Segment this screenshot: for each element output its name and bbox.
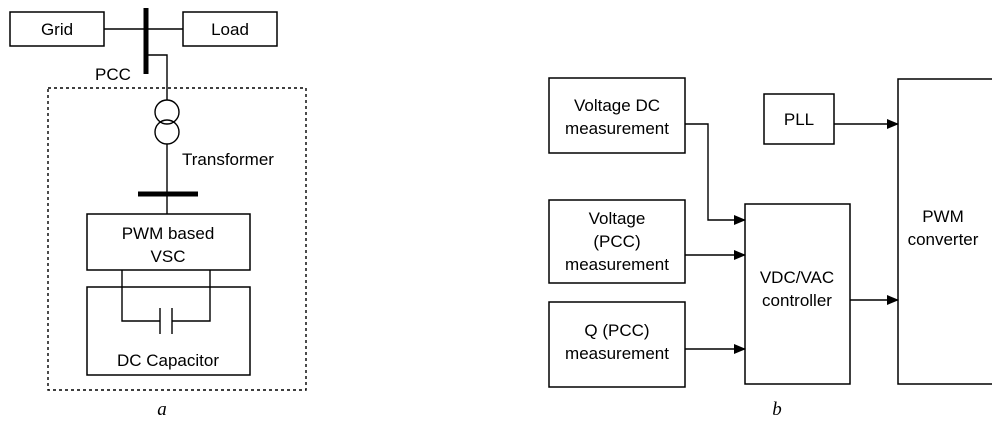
vdc-measurement-block: Voltage DC measurement	[548, 77, 686, 154]
capacitor-left-wire	[121, 270, 160, 322]
pwm-converter-line2: converter	[908, 230, 979, 249]
vdc-measurement-line1: Voltage DC	[574, 96, 660, 115]
caption-a: a	[157, 399, 167, 420]
transformer-symbol	[154, 99, 180, 145]
q-measurement-line1: Q (PCC)	[584, 321, 649, 340]
pwm-converter-block: PWM converter	[897, 78, 992, 385]
vdc-measurement-line2: measurement	[565, 119, 669, 138]
compensator-boundary	[47, 87, 307, 391]
diagram-a: Grid Load PCC Transformer PWM based	[9, 8, 307, 420]
caption-b: b	[772, 399, 782, 420]
vsc-label-line1: PWM based	[122, 224, 215, 243]
vpcc-measurement-line2: (PCC)	[593, 232, 640, 251]
q-measurement-line2: measurement	[565, 344, 669, 363]
grid-label: Grid	[41, 20, 73, 39]
pcc-label: PCC	[95, 65, 131, 84]
dc-capacitor-label: DC Capacitor	[117, 351, 219, 370]
controller-line2: controller	[762, 291, 832, 310]
capacitor-icon	[159, 308, 173, 334]
dc-capacitor-block: DC Capacitor	[86, 286, 251, 376]
diagram-b: Voltage DC measurement Voltage (PCC) mea…	[548, 77, 992, 420]
pll-block: PLL	[763, 93, 835, 145]
vpcc-measurement-line3: measurement	[565, 255, 669, 274]
vdc-to-controller-arrow	[685, 123, 746, 225]
vpcc-measurement-line1: Voltage	[589, 209, 646, 228]
pwm-converter-line1: PWM	[922, 207, 964, 226]
grid-block: Grid	[9, 11, 105, 47]
pcc-to-transformer-line	[146, 54, 168, 100]
load-label: Load	[211, 20, 249, 39]
vsc-block: PWM based VSC	[86, 213, 251, 271]
load-block: Load	[182, 11, 278, 47]
controller-block: VDC/VAC controller	[744, 203, 851, 385]
q-measurement-block: Q (PCC) measurement	[548, 301, 686, 388]
pll-label: PLL	[784, 110, 814, 129]
vpcc-measurement-block: Voltage (PCC) measurement	[548, 199, 686, 284]
capacitor-right-wire	[172, 270, 211, 322]
transformer-label: Transformer	[182, 150, 274, 169]
controller-line1: VDC/VAC	[760, 268, 834, 287]
vsc-label-line2: VSC	[151, 247, 186, 266]
